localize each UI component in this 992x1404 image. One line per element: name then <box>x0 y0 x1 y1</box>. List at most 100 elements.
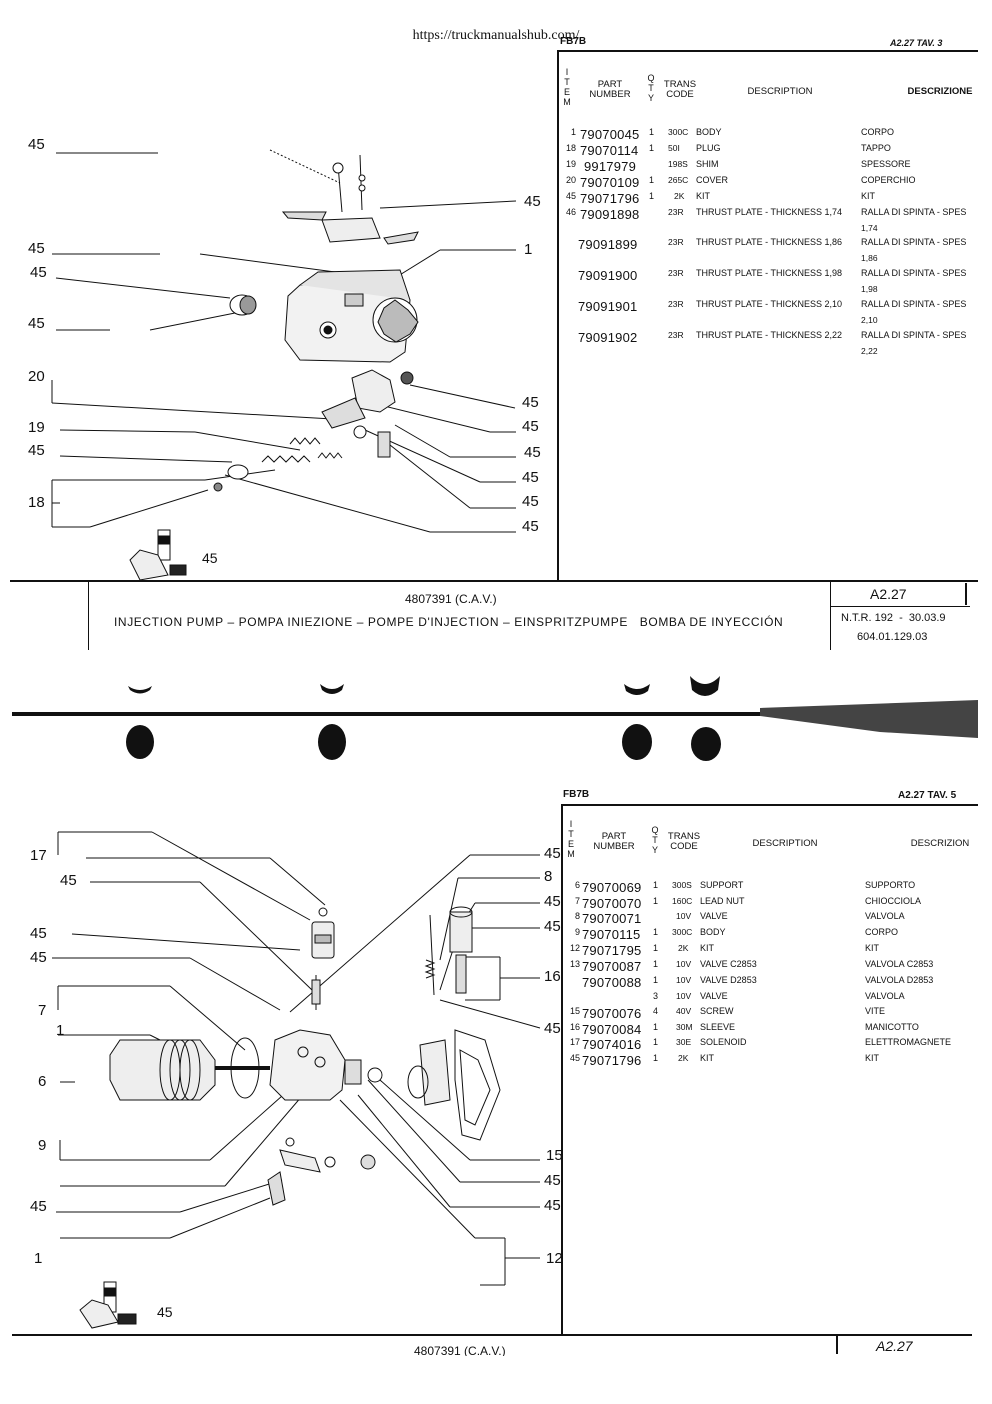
trans-code: 30M <box>676 1022 693 1032</box>
quantity: 1 <box>653 959 659 969</box>
description: KIT <box>700 1053 715 1063</box>
part-number[interactable]: 79091898 <box>580 207 640 222</box>
trans-code: 300S <box>672 880 692 890</box>
quantity: 1 <box>649 143 655 153</box>
quantity: 1 <box>653 1053 659 1063</box>
item-number: 19 <box>565 159 576 169</box>
item-number: 1 <box>570 127 576 137</box>
item-number: 17 <box>569 1037 580 1047</box>
description-it: COPERCHIO <box>861 175 916 185</box>
description-it: ELETTROMAGNETE <box>865 1037 952 1047</box>
part-number[interactable]: 79074016 <box>582 1037 642 1052</box>
part-number[interactable]: 79070109 <box>580 175 640 190</box>
part-number[interactable]: 79071795 <box>582 943 642 958</box>
part-number[interactable]: 79070115 <box>582 927 641 942</box>
description-it: KIT <box>861 191 876 201</box>
page1-hdr-item: I T E M <box>563 67 571 107</box>
part-number[interactable]: 79091899 <box>578 237 638 252</box>
part-number[interactable]: 79070071 <box>582 911 642 926</box>
page1-table-divider <box>557 50 559 580</box>
description: SLEEVE <box>700 1022 736 1032</box>
description: THRUST PLATE - THICKNESS 1,74 <box>696 207 843 217</box>
description: SUPPORT <box>700 880 744 890</box>
description: SHIM <box>696 159 719 169</box>
description-it: CORPO <box>861 127 895 137</box>
description-it: VALVOLA C2853 <box>865 959 934 969</box>
part-number[interactable]: 79091901 <box>578 299 638 314</box>
page2-callout-left: 6 <box>38 1073 47 1090</box>
part-number[interactable]: 79070114 <box>580 143 639 158</box>
description: THRUST PLATE - THICKNESS 2,10 <box>696 299 843 309</box>
part-number[interactable]: 79071796 <box>580 191 640 206</box>
page1-hdr-qty: Q T Y <box>647 73 655 103</box>
source-url[interactable]: https://truckmanualshub.com/ <box>412 28 580 43</box>
page2-pump-code: 4807391 (C.A.V.) <box>414 1344 506 1356</box>
page2-table-divider <box>561 804 563 1334</box>
page1-callout-left: 45 <box>30 264 47 281</box>
description: COVER <box>696 175 729 185</box>
trans-code: 30E <box>676 1037 692 1047</box>
quantity: 4 <box>653 1006 659 1016</box>
quantity: 1 <box>649 175 655 185</box>
thickness-note: 2,22 <box>861 346 878 356</box>
description-it: CORPO <box>865 927 899 937</box>
part-number[interactable]: 79091900 <box>578 268 638 283</box>
trans-code: 2K <box>678 943 689 953</box>
page1-footer-ntr: N.T.R. 192 - 30.03.9 <box>841 612 946 624</box>
part-number[interactable]: 79091902 <box>578 330 638 345</box>
page1-callout-right: 45 <box>522 493 539 510</box>
page2-callout-right: 45 <box>544 918 561 935</box>
page1-callout-right: 45 <box>524 444 541 461</box>
description-it: VITE <box>865 1006 886 1016</box>
quantity: 1 <box>649 191 655 201</box>
page1-callout-right: 45 <box>522 394 539 411</box>
description-it: SUPPORTO <box>865 880 916 890</box>
page1-parts-table: 1 79070045 1 300C BODY CORPO 18 79070114… <box>560 128 980 368</box>
description: LEAD NUT <box>700 896 745 906</box>
page2-hdr-desc: DESCRIPTION <box>752 838 818 849</box>
page2-footer-ref: A2.27 <box>876 1338 913 1354</box>
page1-footer-ref: A2.27 <box>870 586 907 602</box>
part-number[interactable]: 79070045 <box>580 127 640 142</box>
trans-code: 2K <box>678 1053 689 1063</box>
page1-callout-right: 45 <box>522 518 539 535</box>
page2-callout-left: 9 <box>38 1137 47 1154</box>
page2-callout-left: 45 <box>30 949 47 966</box>
page2-callout-right: 16 <box>544 968 561 985</box>
quantity: 1 <box>653 943 659 953</box>
description-it: RALLA DI SPINTA - SPES <box>861 207 967 217</box>
description-it: CHIOCCIOLA <box>865 896 922 906</box>
page2-callout-left: 7 <box>38 1002 47 1019</box>
part-number[interactable]: 9917979 <box>584 159 637 174</box>
description-it: VALVOLA <box>865 991 905 1001</box>
page1-footer-divider <box>88 580 89 650</box>
description: SOLENOID <box>700 1037 747 1047</box>
page2-footer-rule <box>12 1334 972 1336</box>
page2-callout-right: 8 <box>544 868 553 885</box>
page1-footer-ref-vrule <box>965 583 967 605</box>
quantity: 1 <box>649 127 655 137</box>
part-number[interactable]: 79070087 <box>582 959 642 974</box>
page1-hdr-part: PART NUMBER <box>589 79 631 100</box>
description: SCREW <box>700 1006 734 1016</box>
page2-header-ref: A2.27 TAV. 5 <box>898 790 957 801</box>
page2-hdr-item: I T E M <box>567 819 575 859</box>
part-number[interactable]: 79070069 <box>582 880 642 895</box>
description: KIT <box>696 191 711 201</box>
part-number[interactable]: 79070088 <box>582 975 642 990</box>
trans-code: 300C <box>672 927 693 937</box>
part-number[interactable]: 79070070 <box>582 896 642 911</box>
page2-footer-divider <box>836 1336 838 1354</box>
page1-header-model: FB7B <box>560 36 587 47</box>
trans-code: 23R <box>668 237 684 247</box>
page2-callout-right: 45 <box>544 1020 561 1037</box>
part-number[interactable]: 79071796 <box>582 1053 642 1068</box>
description-it: KIT <box>865 943 880 953</box>
page1-footer-divider-right <box>830 580 831 650</box>
part-number[interactable]: 79070084 <box>582 1022 642 1037</box>
trans-code: 2K <box>674 191 685 201</box>
part-number[interactable]: 79070076 <box>582 1006 642 1021</box>
trans-code: 10V <box>676 959 692 969</box>
description: KIT <box>700 943 715 953</box>
description-it: RALLA DI SPINTA - SPES <box>861 237 967 247</box>
